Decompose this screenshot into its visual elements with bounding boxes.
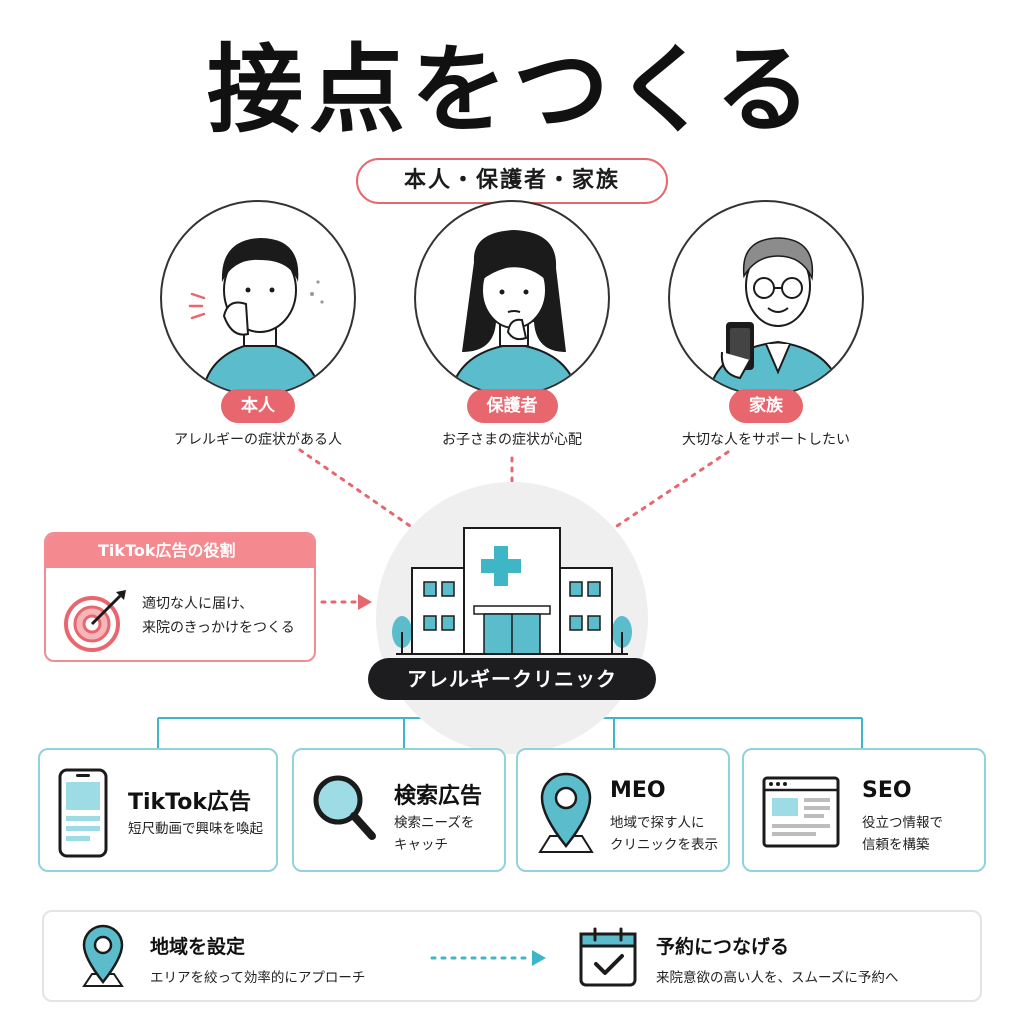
target-icon [64,588,130,658]
channel-name: SEO [862,778,912,803]
role-header: TikTok広告の役割 [46,534,314,568]
persona-tag: 家族 [729,389,803,423]
persona-guardian: 保護者 お子さまの症状が心配 [387,200,637,449]
region-title: 地域を設定 [150,936,246,958]
flow-arrow-icon [430,950,546,966]
channel-desc-line: 地域で探す人に [610,815,705,831]
portrait-family [668,200,864,396]
persona-family: 家族 大切な人をサポートしたい [641,200,891,449]
booking-title: 予約につなげる [656,936,790,958]
persona-self: 本人 アレルギーの症状がある人 [133,200,383,449]
role-line: 来院のきっかけをつくる [142,620,295,636]
portrait-guardian [414,200,610,396]
persona-tag: 本人 [221,389,295,423]
channel-meo: MEO 地域で探す人に クリニックを表示 [516,748,730,872]
channel-desc-line: キャッチ [394,837,448,853]
persona-desc: 大切な人をサポートしたい [682,432,850,448]
magnifier-icon [310,770,378,854]
channel-desc-line: 信頼を構築 [862,837,930,853]
hospital-icon [386,520,638,664]
role-text: 適切な人に届け、 来院のきっかけをつくる [142,592,295,640]
flow-summary: 地域を設定 エリアを絞って効率的にアプローチ 予約につなげる 来院意欲の高い人を… [42,910,982,1002]
tiktok-role-card: TikTok広告の役割 適切な人に届け、 来院のきっかけをつくる [44,532,316,662]
connector-role-arrow [358,594,372,610]
persona-desc: お子さまの症状が心配 [442,432,582,448]
calendar-check-icon [578,926,638,992]
channel-seo: SEO 役立つ情報で 信頼を構築 [742,748,986,872]
channel-desc: 地域で探す人に クリニックを表示 [610,812,718,856]
channel-name: MEO [610,778,666,803]
persona-desc: アレルギーの症状がある人 [174,432,342,448]
portrait-self [160,200,356,396]
channel-desc: 短尺動画で興味を喚起 [128,821,263,837]
channel-search-ads: 検索広告 検索ニーズを キャッチ [292,748,506,872]
webpage-icon [762,776,840,852]
channel-tiktok: TikTok広告 短尺動画で興味を喚起 [38,748,278,872]
role-line: 適切な人に届け、 [142,596,254,612]
booking-desc: 来院意欲の高い人を、スムーズに予約へ [656,970,899,986]
channel-desc: 役立つ情報で 信頼を構築 [862,812,943,856]
map-pin-icon [80,924,126,994]
page-title: 接点をつくる [206,34,818,146]
channel-desc: 検索ニーズを キャッチ [394,812,474,856]
region-desc: エリアを絞って効率的にアプローチ [150,970,366,986]
smartphone-icon [58,768,108,862]
map-pin-icon [534,768,598,860]
audience-label: 本人・保護者・家族 [356,158,668,204]
channel-desc-line: 検索ニーズを [394,815,475,831]
channel-name: TikTok広告 [128,790,252,815]
clinic-label: アレルギークリニック [368,658,656,700]
channel-desc-line: クリニックを表示 [610,837,718,853]
persona-tag: 保護者 [466,389,558,423]
channel-name: 検索広告 [394,784,483,809]
channel-desc-line: 役立つ情報で [862,815,943,831]
